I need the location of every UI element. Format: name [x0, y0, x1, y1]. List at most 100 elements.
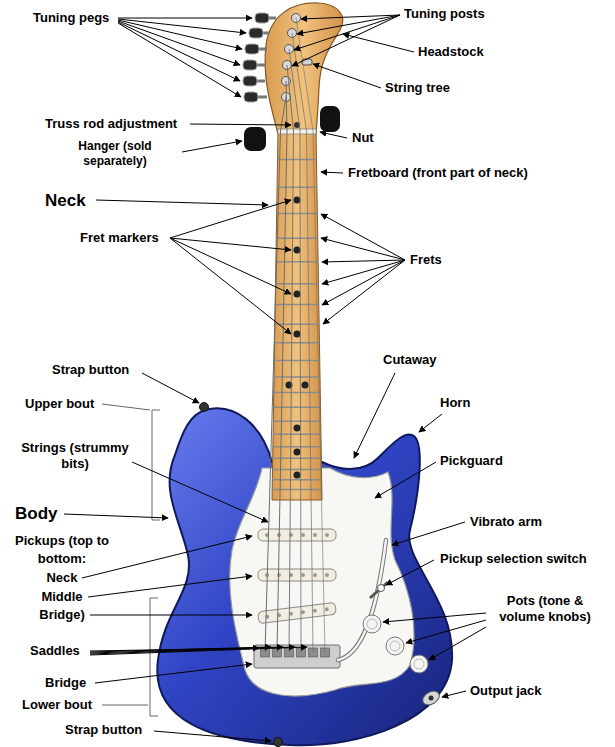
pickup [313, 573, 317, 577]
part-label: Neck [4, 569, 120, 587]
pot-knob [414, 659, 424, 669]
output-jack [420, 688, 442, 707]
leader-line [322, 260, 405, 262]
pickup [325, 607, 329, 611]
leader-line [90, 647, 295, 654]
tuning-peg [255, 13, 269, 23]
bracket [150, 598, 158, 716]
vibrato-arm [338, 540, 386, 660]
tuning-peg [249, 28, 263, 38]
part-label: Upper bout [25, 396, 94, 412]
guitar-string [287, 65, 294, 652]
pickup [301, 533, 305, 537]
part-label: Pickup selection switch [440, 551, 587, 567]
bracket [152, 410, 160, 520]
fret [268, 420, 326, 422]
leader-line [95, 664, 252, 683]
fret-marker [294, 472, 301, 479]
leader-line [429, 627, 486, 660]
strap-button [274, 738, 283, 747]
guitar-string [296, 18, 325, 652]
leader-line [118, 23, 241, 97]
leader-line [190, 124, 291, 125]
leader-line [321, 214, 405, 260]
tuning-peg [243, 60, 257, 70]
pickup [258, 529, 336, 541]
leader-line [313, 64, 381, 88]
pickup [258, 602, 337, 623]
leader-line [88, 576, 252, 597]
part-label: Fretboard (front part of neck) [348, 165, 528, 181]
part-label: Fret markers [80, 230, 159, 246]
pot-knob [386, 637, 404, 655]
leader-line [118, 18, 252, 19]
fret-marker [294, 449, 301, 456]
part-label: Tuning posts [404, 6, 485, 22]
part-label: Headstock [418, 44, 484, 60]
part-label: Bridge) [4, 606, 120, 624]
vibrato-arm [338, 540, 386, 660]
part-label: Neck [45, 191, 86, 211]
fret [268, 434, 326, 436]
tuning-peg [244, 92, 258, 102]
leader-line [64, 514, 168, 518]
fret [268, 392, 326, 394]
fret [268, 469, 326, 471]
part-label: Truss rod adjustment [45, 116, 177, 132]
tuning-post [282, 14, 301, 102]
fret [268, 238, 326, 240]
part-label: Strings (strummy bits) [19, 440, 131, 472]
leader-line [321, 172, 343, 173]
saddle [261, 648, 330, 657]
leader-line [142, 373, 199, 403]
output-jack [429, 696, 434, 701]
leader-line [406, 620, 486, 643]
guitar-string [265, 18, 325, 652]
leader-line [386, 560, 434, 585]
leader-line [154, 731, 271, 741]
leader-line [90, 615, 252, 616]
leader-line [375, 462, 436, 498]
part-label: Strap button [65, 722, 142, 738]
string-tree [302, 59, 312, 65]
leader-line [343, 34, 414, 52]
pickup [301, 573, 305, 577]
part-label: String tree [385, 80, 450, 96]
fret-marker [286, 197, 309, 479]
pickup-selection-switch [370, 582, 388, 598]
fret-marker [294, 197, 301, 204]
fret-marker [294, 247, 301, 254]
pickup [301, 610, 305, 614]
pickup [325, 533, 329, 537]
nut [278, 129, 316, 134]
strap-button [200, 403, 209, 412]
part-label: Hanger (sold separately) [50, 139, 180, 169]
pot-knob [363, 615, 428, 673]
leader-line [383, 613, 486, 622]
part-label: Body [15, 504, 58, 524]
pickup [258, 529, 337, 624]
fret [268, 489, 326, 491]
tuning-peg [243, 76, 257, 86]
pickup [325, 573, 329, 577]
part-label: Vibrato arm [470, 514, 542, 530]
guitar-body [157, 408, 452, 745]
pot-knob [363, 615, 381, 633]
fret-marker [302, 382, 309, 389]
leader-line [292, 15, 400, 66]
part-label: Horn [440, 395, 470, 411]
pickup [258, 602, 337, 623]
leader-line [321, 238, 405, 260]
pot-knob [390, 641, 400, 651]
leader-line [132, 462, 268, 522]
nut [278, 129, 316, 134]
part-label: Saddles [30, 643, 80, 659]
pickup-selection-switch [370, 582, 388, 598]
part-label: Tuning pegs [33, 10, 109, 26]
leader-line [170, 238, 291, 250]
fret [268, 406, 326, 408]
fret [268, 283, 326, 285]
leader-line [323, 260, 405, 324]
part-label: Middle [4, 588, 120, 606]
